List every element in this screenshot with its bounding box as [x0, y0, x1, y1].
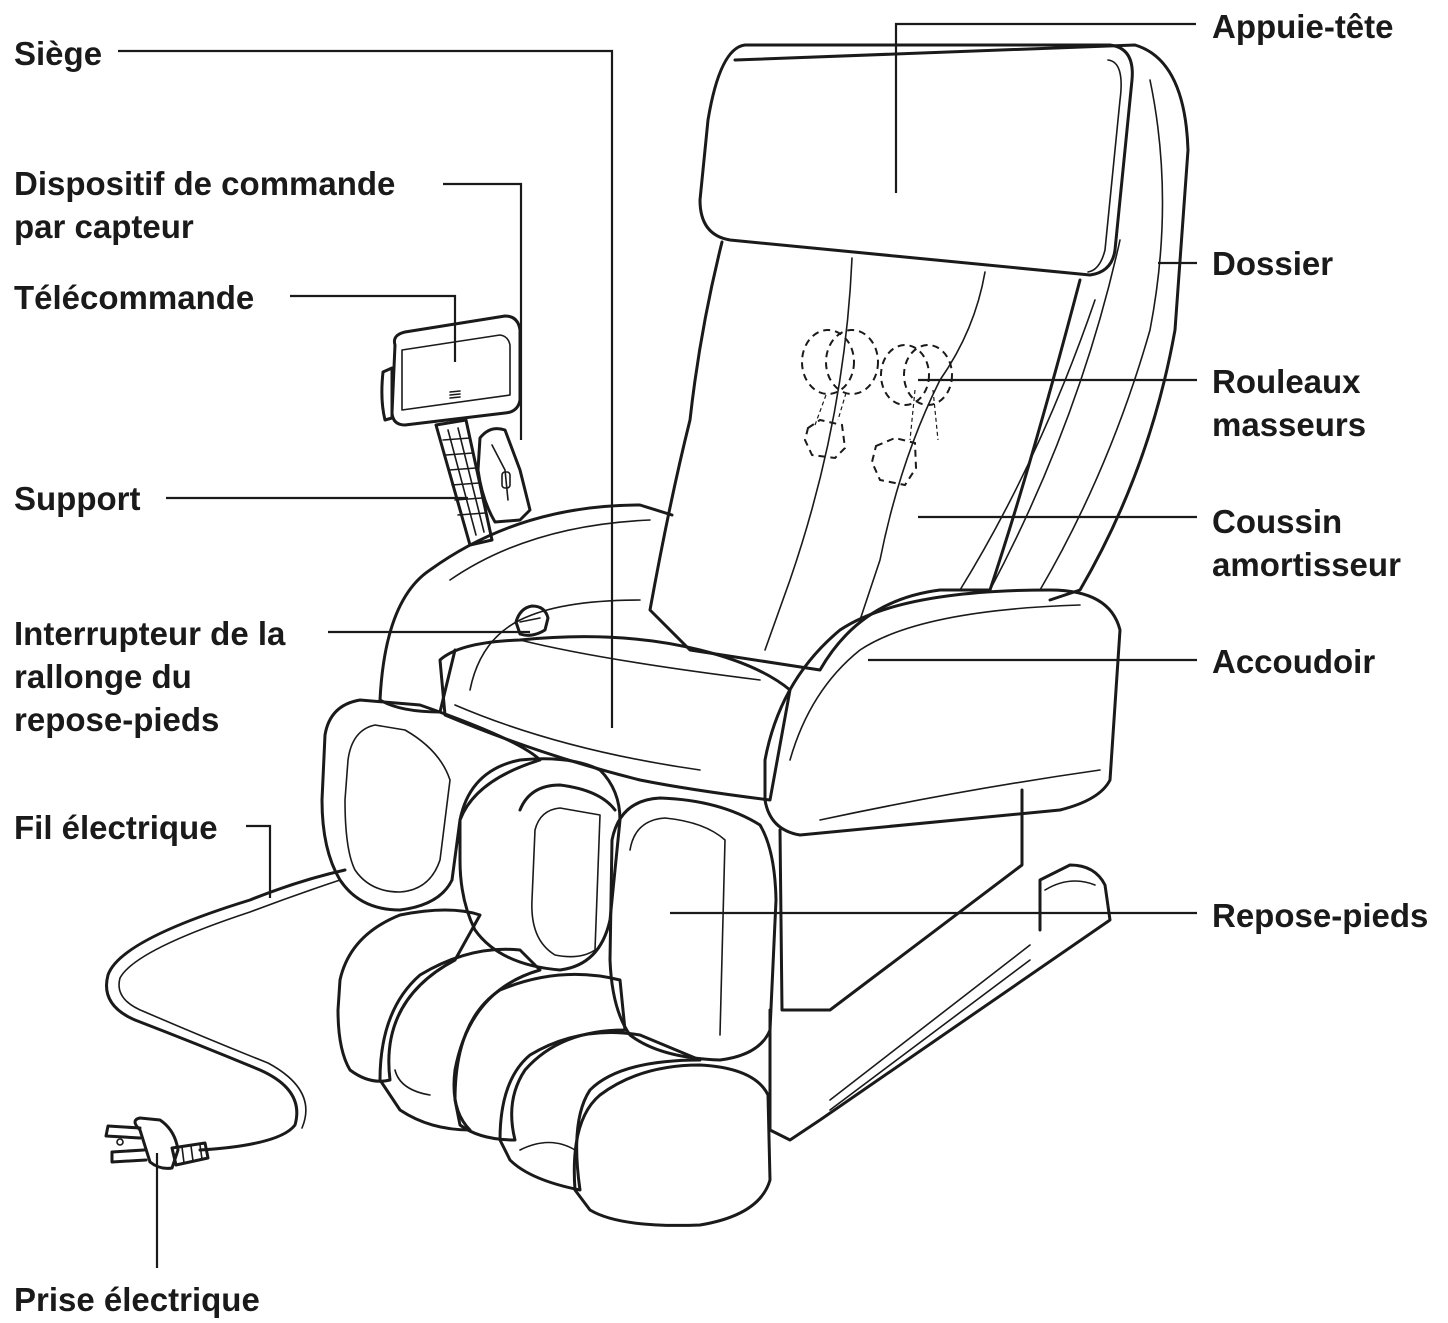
- leader-telecommande: [290, 294, 457, 362]
- power-cord: [105, 868, 347, 1152]
- label-accoudoir: Accoudoir: [1212, 643, 1376, 680]
- base-frame: [768, 863, 1112, 1142]
- right-armrest: [763, 588, 1122, 837]
- label-repose-pieds: Repose-pieds: [1212, 897, 1429, 934]
- leader-siege: [118, 49, 614, 728]
- leg-rest-upper: [320, 698, 542, 912]
- headrest: [698, 43, 1134, 277]
- label-appuie-tete: Appuie-tête: [1212, 8, 1394, 45]
- label-telecommande: Télécommande: [14, 279, 255, 316]
- leader-lines: [118, 22, 1197, 1268]
- label-rouleaux-masseurs: Rouleaux masseurs: [1212, 363, 1367, 443]
- label-siege: Siège: [14, 35, 103, 72]
- leader-fil: [246, 824, 272, 898]
- label-support: Support: [14, 480, 141, 517]
- backrest-shell: [733, 43, 1190, 602]
- label-prise-electrique: Prise électrique: [14, 1281, 260, 1318]
- massage-chair-illustration: [104, 43, 1190, 1227]
- label-fil-electrique: Fil électrique: [14, 809, 218, 846]
- power-plug: [104, 1116, 210, 1170]
- remote-stand: [434, 418, 532, 547]
- label-coussin-amortisseur: Coussin amortisseur: [1212, 503, 1401, 583]
- leader-appuie-tete: [894, 22, 1196, 193]
- label-dossier: Dossier: [1212, 245, 1334, 282]
- leg-rest-lower: [336, 908, 482, 1083]
- remote-control: [380, 314, 522, 427]
- leader-dispositif: [443, 182, 523, 440]
- label-dispositif-de-commande: Dispositif de commande par capteur: [14, 165, 396, 245]
- massage-rollers: [801, 329, 953, 487]
- label-interrupteur: Interrupteur de la rallonge du repose-pi…: [14, 615, 286, 738]
- left-armrest: [378, 503, 674, 702]
- seat: [438, 635, 792, 802]
- extension-switch: [514, 604, 550, 637]
- back-cushion: [648, 240, 1082, 672]
